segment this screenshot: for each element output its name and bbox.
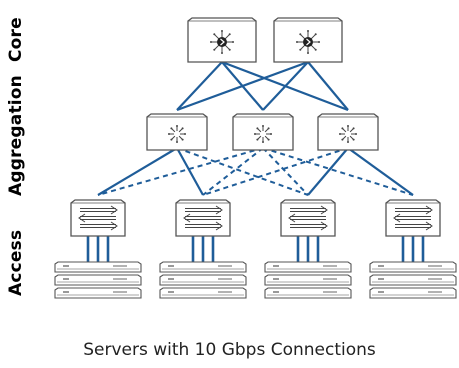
core2-agg3-link [307,61,349,111]
aggregation-layer-label: Aggregation [6,75,26,196]
agg1-access1-link [97,147,178,196]
aggregation-router-1 [146,113,208,151]
core1-agg1-link [176,61,223,111]
agg2-access1-link [97,147,264,196]
agg3-access3-link [307,147,349,196]
device-layer [54,17,457,299]
agg2-access2-link [202,147,264,196]
server-stack-2 [159,261,247,299]
core2-agg1-link [176,60,309,112]
agg2-access4-link [262,147,414,196]
server-stack-3 [264,261,352,299]
agg2-access3-link [262,147,309,196]
agg1-access3-link [176,147,309,196]
access-switch-2 [175,199,231,237]
agg3-access4-link [347,147,414,196]
core-router-1 [187,17,257,63]
agg1-access2-link [176,147,204,196]
access-layer-label: Access [6,229,26,296]
access-switch-3 [280,199,336,237]
aggregation-router-3 [317,113,379,151]
link-layer [86,60,425,263]
core2-agg2-link [262,61,309,111]
access-switch-1 [70,199,126,237]
core-router-2 [273,17,343,63]
server-stack-1 [54,261,142,299]
aggregation-router-2 [232,113,294,151]
core-layer-label: Core [6,17,26,62]
server-stack-4 [369,261,457,299]
agg3-access2-link [202,147,349,196]
servers-caption: Servers with 10 Gbps Connections [83,340,376,360]
access-switch-4 [385,199,441,237]
